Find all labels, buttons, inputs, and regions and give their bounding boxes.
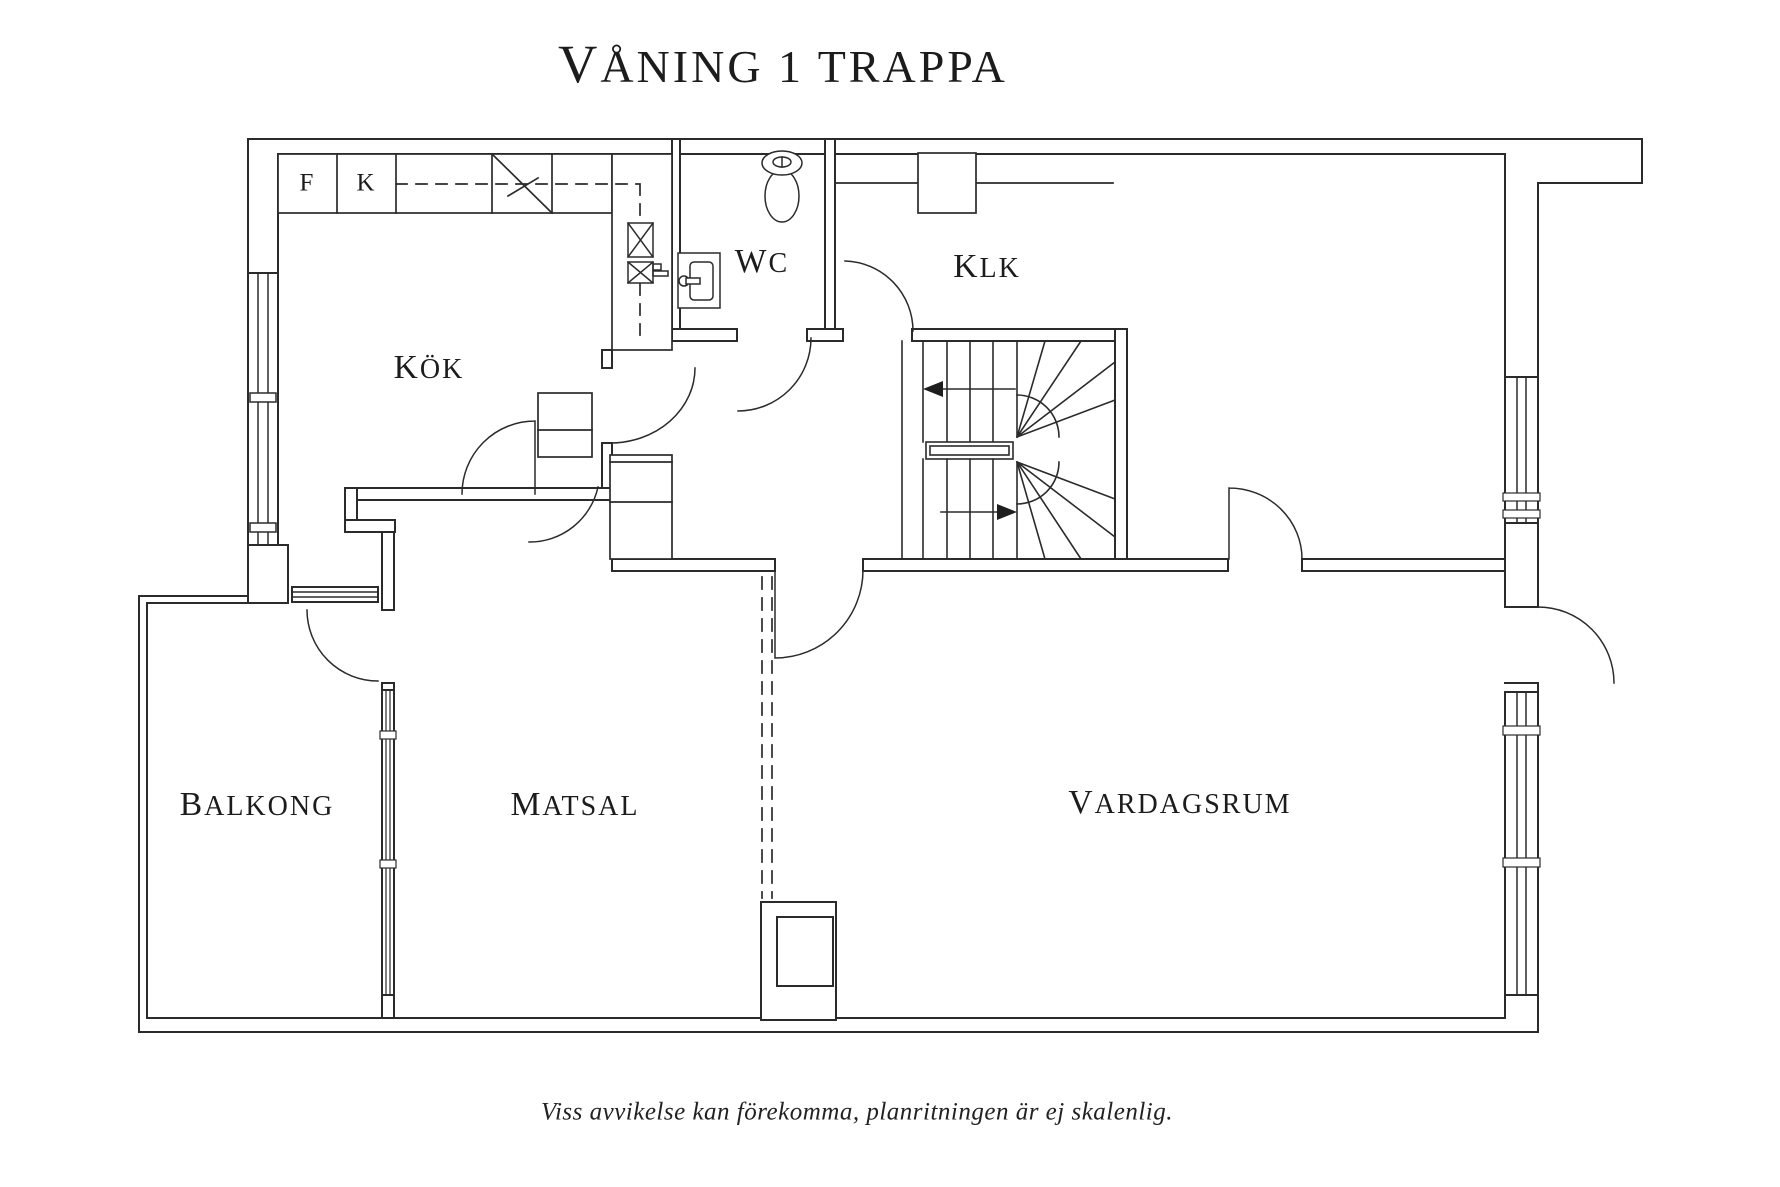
door-wc	[737, 337, 812, 412]
door-balcony	[306, 609, 379, 682]
interior-walls	[247, 138, 1506, 1019]
window-south	[291, 586, 379, 603]
door-kitchen	[609, 367, 696, 444]
page-title: VÅNING 1 TRAPPA	[558, 33, 1008, 94]
exterior-walls	[138, 138, 1643, 1033]
room-label-wc: WC	[734, 243, 790, 281]
door-vardagsrum	[774, 569, 864, 659]
window-bedroom-east	[1502, 376, 1541, 524]
room-label-balkong: BALKONG	[179, 786, 335, 824]
disclaimer-text: Viss avvikelse kan förekomma, planritnin…	[541, 1098, 1173, 1126]
door-wardrobe	[528, 486, 599, 543]
washbasin-icon	[677, 252, 721, 309]
hall-wardrobe	[609, 454, 673, 560]
door-matsal	[461, 420, 536, 495]
klk-shelf	[834, 152, 1114, 214]
staircase	[901, 339, 1117, 561]
door-klk	[844, 260, 914, 332]
stove-icon	[626, 221, 655, 259]
window-vardagsrum-east	[1502, 691, 1541, 996]
kitchen-cabinets	[277, 152, 673, 351]
chimney-block	[760, 901, 837, 1021]
freezer-label: K	[356, 169, 376, 197]
room-label-kok: KÖK	[393, 349, 465, 387]
window-matsal-west	[379, 689, 397, 996]
fridge-label: F	[299, 169, 315, 197]
room-label-vardagsrum: VARDAGSRUM	[1068, 784, 1292, 822]
kitchen-sink-icon	[626, 260, 669, 285]
door-east-exterior	[1537, 606, 1615, 684]
door-bedroom	[1228, 487, 1303, 560]
room-label-matsal: MATSAL	[510, 786, 640, 824]
door-arcs	[306, 260, 1615, 684]
room-label-klk: KLK	[953, 248, 1021, 286]
toilet-icon	[761, 150, 803, 223]
stairs-up-arrow-icon	[923, 381, 1016, 397]
stairs-down-arrow-icon	[940, 504, 1017, 520]
window-kitchen-west	[247, 272, 279, 546]
kitchen-tall-cabinet	[537, 392, 593, 458]
matsal-vardagsrum-opening	[761, 576, 773, 899]
